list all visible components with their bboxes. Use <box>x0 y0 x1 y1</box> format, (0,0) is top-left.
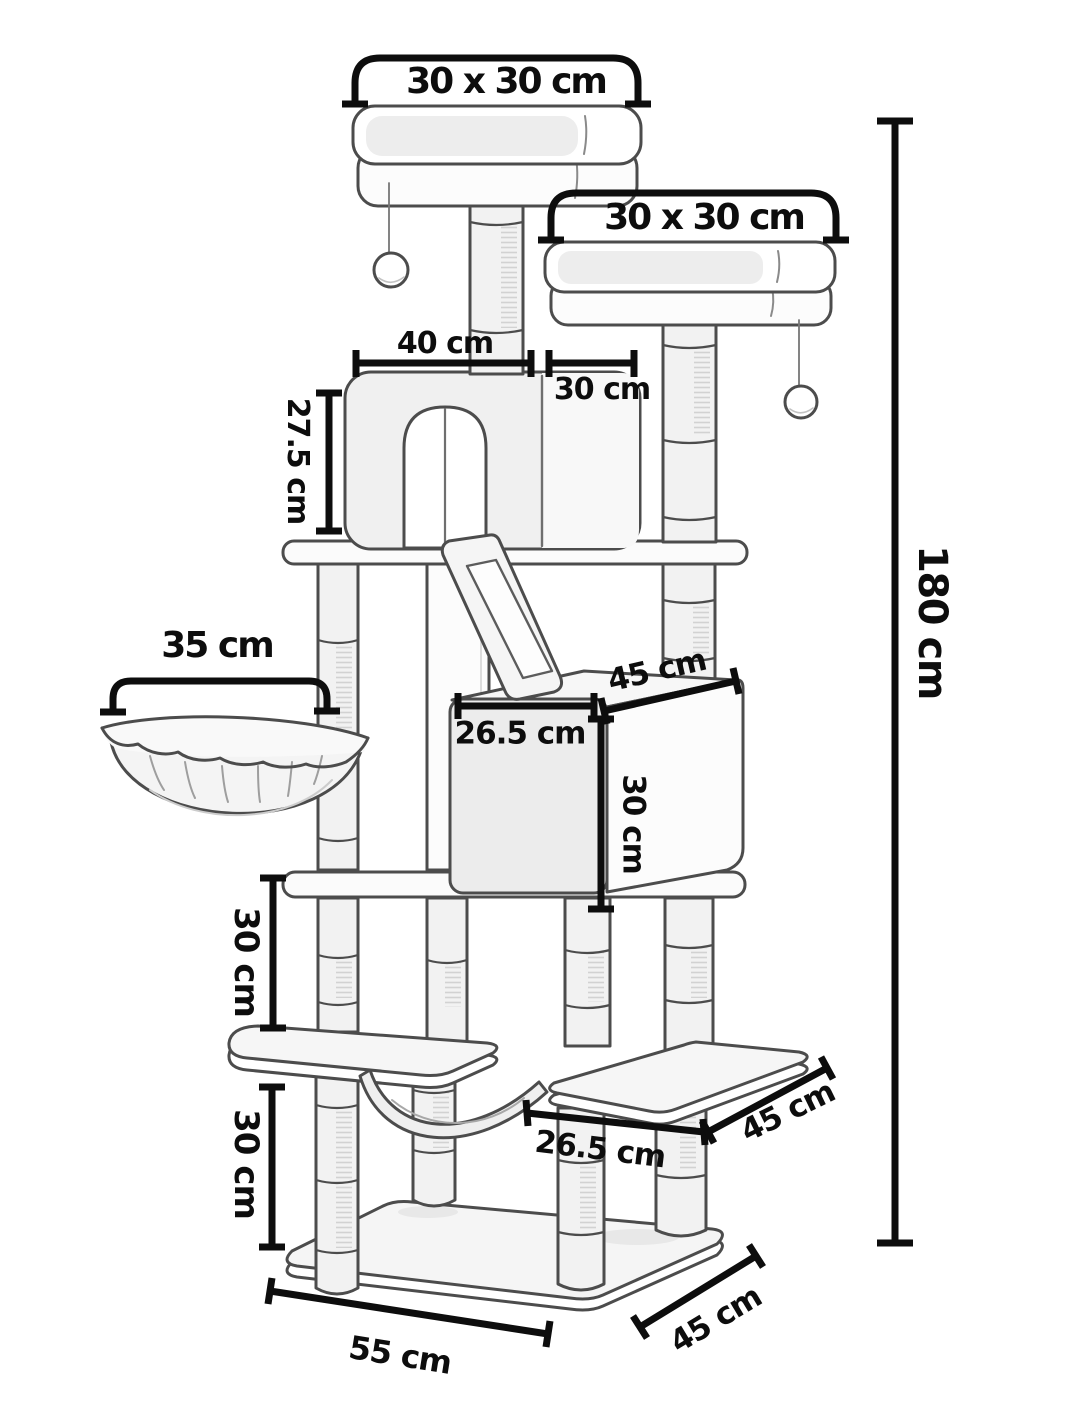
platform-lower-left <box>227 1024 499 1089</box>
bracket-top-right-perch <box>538 189 849 244</box>
dim-hammock-shelf-depth <box>698 1055 837 1145</box>
dim-label-condo-width: 40 cm <box>396 326 494 361</box>
dim-label-condo-depth: 30 cm <box>553 372 651 407</box>
dim-label-condo-height: 27.5 cm <box>280 397 315 525</box>
dim-label-cube-height: 30 cm <box>615 774 652 874</box>
dim-label-basket-width: 35 cm <box>161 625 274 666</box>
dim-label-upper-gap: 30 cm <box>226 907 266 1017</box>
dim-lower-gap <box>259 1083 285 1251</box>
toy-ball-left <box>372 182 410 289</box>
condo-house <box>343 370 642 551</box>
dim-label-lower-gap: 30 cm <box>226 1109 266 1219</box>
dim-label-top-left-perch: 30 x 30 cm <box>406 61 608 102</box>
bracket-top-left-perch <box>342 54 651 108</box>
scratching-posts-middle <box>316 896 715 1052</box>
toy-ball-right <box>783 319 819 420</box>
dim-base-depth <box>630 1243 766 1340</box>
dim-base-length <box>264 1277 554 1348</box>
dimension-annotations <box>100 54 913 1348</box>
scratching-posts-top <box>468 183 718 544</box>
dim-condo-depth <box>545 350 638 377</box>
top-perch-right <box>543 240 837 327</box>
dim-label-cube-width: 26.5 cm <box>454 715 587 752</box>
dim-upper-gap <box>260 874 286 1032</box>
hammock-sling <box>358 1068 549 1140</box>
base-board <box>285 1200 724 1312</box>
dim-condo-width <box>352 350 535 377</box>
dim-label-top-right-perch: 30 x 30 cm <box>604 197 806 238</box>
dim-cube-height <box>588 715 614 913</box>
ramp <box>440 533 563 701</box>
dim-cube-width <box>454 693 598 719</box>
hammock-basket <box>100 715 370 817</box>
dim-condo-height <box>316 389 342 535</box>
dim-total-height <box>877 117 913 1247</box>
cube-condo <box>448 669 745 895</box>
bracket-basket <box>100 677 340 716</box>
dim-label-total-height: 180 cm <box>909 545 955 699</box>
